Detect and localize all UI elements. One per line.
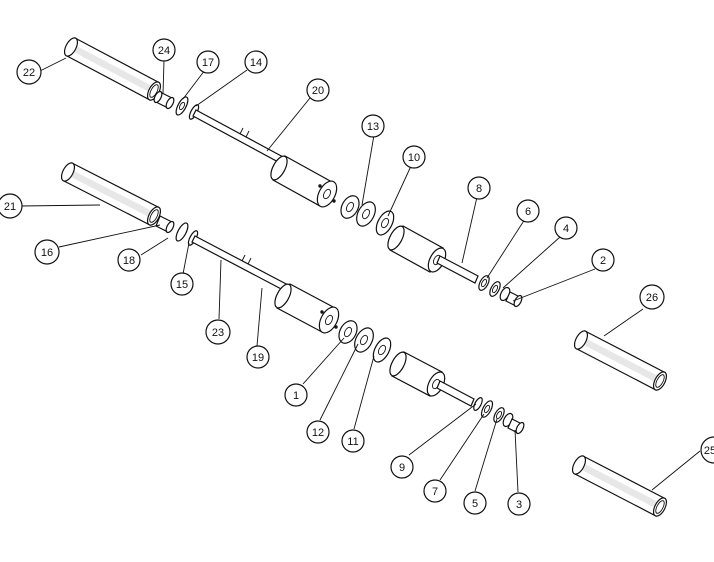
svg-text:10: 10 xyxy=(408,152,420,164)
svg-text:2: 2 xyxy=(600,255,606,267)
svg-text:6: 6 xyxy=(525,206,531,218)
part-26-tube xyxy=(573,330,668,391)
part-21-tube xyxy=(60,162,162,226)
part-17-flange xyxy=(175,96,189,116)
svg-text:25: 25 xyxy=(704,445,714,457)
svg-text:5: 5 xyxy=(472,498,478,510)
callout-14: 14 xyxy=(244,50,268,74)
svg-text:18: 18 xyxy=(123,255,135,267)
part-12-plate xyxy=(354,327,374,353)
callout-3: 3 xyxy=(507,492,531,516)
callout-20: 20 xyxy=(306,78,330,102)
svg-text:3: 3 xyxy=(516,499,522,511)
callout-23: 23 xyxy=(205,319,231,345)
callout-7: 7 xyxy=(423,479,447,503)
svg-text:22: 22 xyxy=(23,67,35,79)
svg-text:7: 7 xyxy=(432,486,438,498)
svg-text:17: 17 xyxy=(202,57,214,69)
upper-roller-assembly xyxy=(63,37,523,308)
callout-9: 9 xyxy=(390,455,414,479)
svg-text:26: 26 xyxy=(646,292,658,304)
svg-text:1: 1 xyxy=(293,390,299,402)
callout-21: 21 xyxy=(0,193,23,219)
part-22-tube xyxy=(63,37,162,101)
callout-16: 16 xyxy=(34,239,60,265)
part-9-washer xyxy=(473,397,483,411)
callout-12: 12 xyxy=(306,420,330,444)
svg-text:13: 13 xyxy=(367,121,379,133)
part-4-washer xyxy=(489,281,511,302)
part-8-shaft-end xyxy=(436,255,479,284)
upper-roller-body xyxy=(270,155,338,208)
svg-text:23: 23 xyxy=(212,327,224,339)
svg-text:15: 15 xyxy=(176,279,188,291)
callout-8: 8 xyxy=(467,176,491,200)
callout-4: 4 xyxy=(554,216,578,240)
callout-1: 1 xyxy=(284,383,308,407)
part-23-shaft xyxy=(191,235,291,293)
svg-text:19: 19 xyxy=(252,352,264,364)
callout-24: 24 xyxy=(152,38,176,62)
callout-25: 25 xyxy=(700,436,714,464)
svg-text:11: 11 xyxy=(347,436,358,448)
callout-19: 19 xyxy=(246,345,270,369)
callout-5: 5 xyxy=(463,491,487,515)
part-18-flange xyxy=(175,222,189,242)
callout-balloons: 22 24 17 14 20 13 10 8 6 4 2 21 16 18 15… xyxy=(0,38,714,516)
part-11-washer xyxy=(372,337,392,363)
svg-text:20: 20 xyxy=(312,85,324,97)
part-6-washer xyxy=(478,275,490,291)
part-20-shaft xyxy=(192,109,286,165)
svg-text:4: 4 xyxy=(563,223,569,235)
callout-2: 2 xyxy=(591,248,615,272)
part-25-tube xyxy=(571,455,668,517)
upper-roller-body-2 xyxy=(387,225,447,273)
svg-text:14: 14 xyxy=(250,57,262,69)
lower-roller-body-2 xyxy=(389,351,446,397)
part-10-washer xyxy=(375,210,395,236)
leader-lines xyxy=(19,57,701,493)
part-13-bearing-plates xyxy=(340,195,376,227)
lower-roller-assembly xyxy=(60,162,525,435)
callout-18: 18 xyxy=(117,248,141,272)
callout-6: 6 xyxy=(516,199,540,223)
svg-text:21: 21 xyxy=(4,201,16,213)
lower-roller-body xyxy=(274,283,340,334)
svg-text:12: 12 xyxy=(312,427,324,439)
svg-text:8: 8 xyxy=(476,183,482,195)
callout-15: 15 xyxy=(170,272,194,296)
callout-11: 11 xyxy=(341,429,365,453)
part-7-washer xyxy=(480,400,494,418)
callout-26: 26 xyxy=(639,284,665,310)
lower-shaft-end xyxy=(436,380,475,407)
svg-text:24: 24 xyxy=(158,45,170,57)
part-1-plate xyxy=(338,320,358,344)
callout-10: 10 xyxy=(402,145,426,169)
part-16-bushing xyxy=(155,215,175,234)
part-24-bushing xyxy=(153,90,175,110)
callout-13: 13 xyxy=(361,114,385,138)
svg-text:9: 9 xyxy=(399,462,405,474)
svg-text:16: 16 xyxy=(41,247,53,259)
part-3-nut xyxy=(507,418,525,435)
callout-17: 17 xyxy=(196,50,220,74)
callout-22: 22 xyxy=(16,59,42,85)
